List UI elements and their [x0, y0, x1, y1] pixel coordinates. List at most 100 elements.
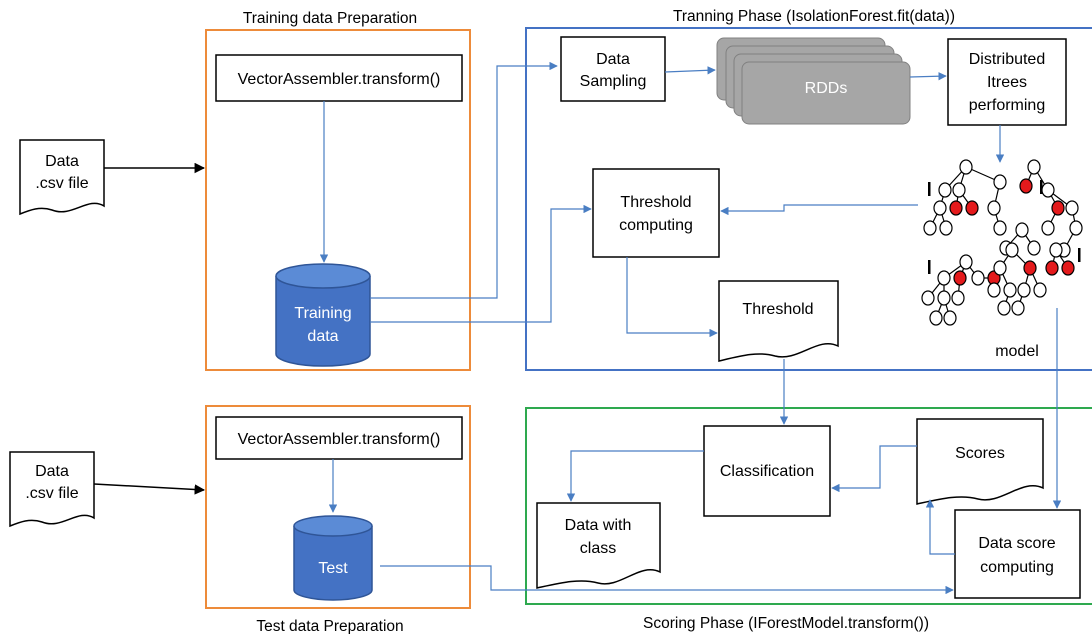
- vector-assembler-label-1: VectorAssembler.transform(): [238, 71, 441, 88]
- tree-node: [1049, 242, 1063, 258]
- arrow-file2-to-prep: [93, 483, 206, 495]
- tree-node: [1069, 220, 1083, 236]
- tree-marker: [928, 182, 931, 196]
- document-icon: [19, 139, 105, 216]
- classification-label: Classification: [720, 463, 814, 480]
- tree-node: [993, 174, 1007, 190]
- data-score-computing-box: [954, 509, 1081, 599]
- arrow-rdds-to-itrees: [909, 72, 947, 81]
- tree-node: [997, 300, 1011, 316]
- tree-node: [937, 290, 951, 306]
- tree-node-anomaly: [1061, 260, 1075, 276]
- itrees-line2: Itrees: [987, 74, 1027, 91]
- tree-node: [929, 310, 943, 326]
- vector-assembler-box-2: [215, 416, 463, 460]
- training-phase-border: [525, 27, 1092, 371]
- vector-assembler-label-2: VectorAssembler.transform(): [238, 431, 441, 448]
- threshold-document: [718, 280, 839, 362]
- test-prep-title: Test data Preparation: [256, 618, 403, 634]
- tree-node: [921, 290, 935, 306]
- data-file-2-line1: Data: [35, 463, 69, 480]
- tree-node-anomaly: [1045, 260, 1059, 276]
- scoring-phase-border: [525, 407, 1092, 605]
- tree-node: [993, 260, 1007, 276]
- tree-node-anomaly: [949, 200, 963, 216]
- threshold-computing-line2: computing: [619, 217, 693, 234]
- arrow-sampling-to-rdds: [664, 66, 716, 75]
- tree-node: [1003, 282, 1017, 298]
- training-prep-title: Training data Preparation: [243, 10, 417, 27]
- database-cylinder-icon: [275, 276, 371, 367]
- data-score-computing-line1: Data score: [978, 535, 1055, 552]
- tree-node: [939, 220, 953, 236]
- data-sampling-line2: Sampling: [580, 73, 647, 90]
- model-label: model: [995, 343, 1039, 360]
- tree-node: [959, 159, 973, 175]
- tree-node: [1027, 240, 1041, 256]
- itrees-line1: Distributed: [969, 51, 1045, 68]
- tree-node: [943, 310, 957, 326]
- tree-node: [1005, 242, 1019, 258]
- tree-node: [923, 220, 937, 236]
- arrow-scorecomp-to-scores: [925, 499, 955, 555]
- arrow-test-to-scorecomp: [380, 565, 954, 595]
- arrow-training-to-threshold: [370, 204, 592, 323]
- tree-node: [1041, 182, 1055, 198]
- data-with-class-line2: class: [580, 540, 616, 557]
- tree-node: [1011, 300, 1025, 316]
- tree-node: [952, 182, 966, 198]
- training-data-line2: data: [307, 328, 338, 345]
- tree-marker: [928, 260, 931, 274]
- classification-box: [703, 425, 831, 517]
- test-data-cylinder: Test: [293, 515, 373, 601]
- tree-node: [937, 270, 951, 286]
- tree-marker: [1078, 248, 1081, 262]
- data-with-class-document: [536, 502, 661, 589]
- tree-node: [1065, 200, 1079, 216]
- tree-node-anomaly: [1023, 260, 1037, 276]
- data-with-class-line1: Data with: [565, 517, 632, 534]
- rdds-label: RDDs: [805, 80, 848, 97]
- data-file-1: Data .csv file: [19, 139, 105, 216]
- tree-node: [938, 182, 952, 198]
- tree-node-anomaly: [953, 270, 967, 286]
- isolation-tree-icon: [921, 159, 1083, 326]
- tree-node-anomaly: [965, 200, 979, 216]
- threshold-label: Threshold: [742, 301, 813, 318]
- training-phase-title: Tranning Phase (IsolationForest.fit(data…: [673, 8, 955, 25]
- threshold-computing-box: [592, 168, 720, 258]
- rdds-stack: RDDs: [716, 37, 911, 125]
- tree-node: [1027, 159, 1041, 175]
- tree-node-anomaly: [1051, 200, 1065, 216]
- tree-node: [1041, 220, 1055, 236]
- tree-node: [993, 220, 1007, 236]
- tree-node-anomaly: [1019, 178, 1033, 194]
- itrees-line3: performing: [969, 97, 1045, 114]
- tree-node: [933, 200, 947, 216]
- document-icon: [9, 451, 95, 528]
- arrow-classification-to-dataclass: [566, 450, 704, 502]
- arrow-model-to-threshold: [720, 204, 918, 216]
- database-cylinder-icon: [293, 526, 373, 601]
- scores-document: [916, 418, 1044, 505]
- arrow-thresholdcomp-to-threshold: [626, 257, 718, 338]
- tree-node: [1033, 282, 1047, 298]
- data-score-computing-line2: computing: [980, 559, 1054, 576]
- training-data-cylinder: Training data: [275, 263, 371, 367]
- tree-node: [987, 200, 1001, 216]
- tree-marker: [1040, 180, 1043, 194]
- tree-node: [959, 254, 973, 270]
- training-prep-border: [205, 29, 471, 371]
- threshold-computing-line1: Threshold: [620, 194, 691, 211]
- arrow-scores-to-classification: [831, 445, 917, 493]
- arrow-training-to-sampling: [370, 61, 558, 299]
- training-data-line1: Training: [294, 305, 351, 322]
- tree-node: [971, 270, 985, 286]
- scoring-phase-title: Scoring Phase (IForestModel.transform()): [643, 615, 929, 632]
- data-sampling-line1: Data: [596, 51, 630, 68]
- tree-node: [951, 290, 965, 306]
- vector-assembler-box-1: [215, 54, 463, 102]
- distributed-itrees-box: [947, 38, 1067, 126]
- tree-node: [987, 282, 1001, 298]
- test-data-label: Test: [318, 560, 348, 577]
